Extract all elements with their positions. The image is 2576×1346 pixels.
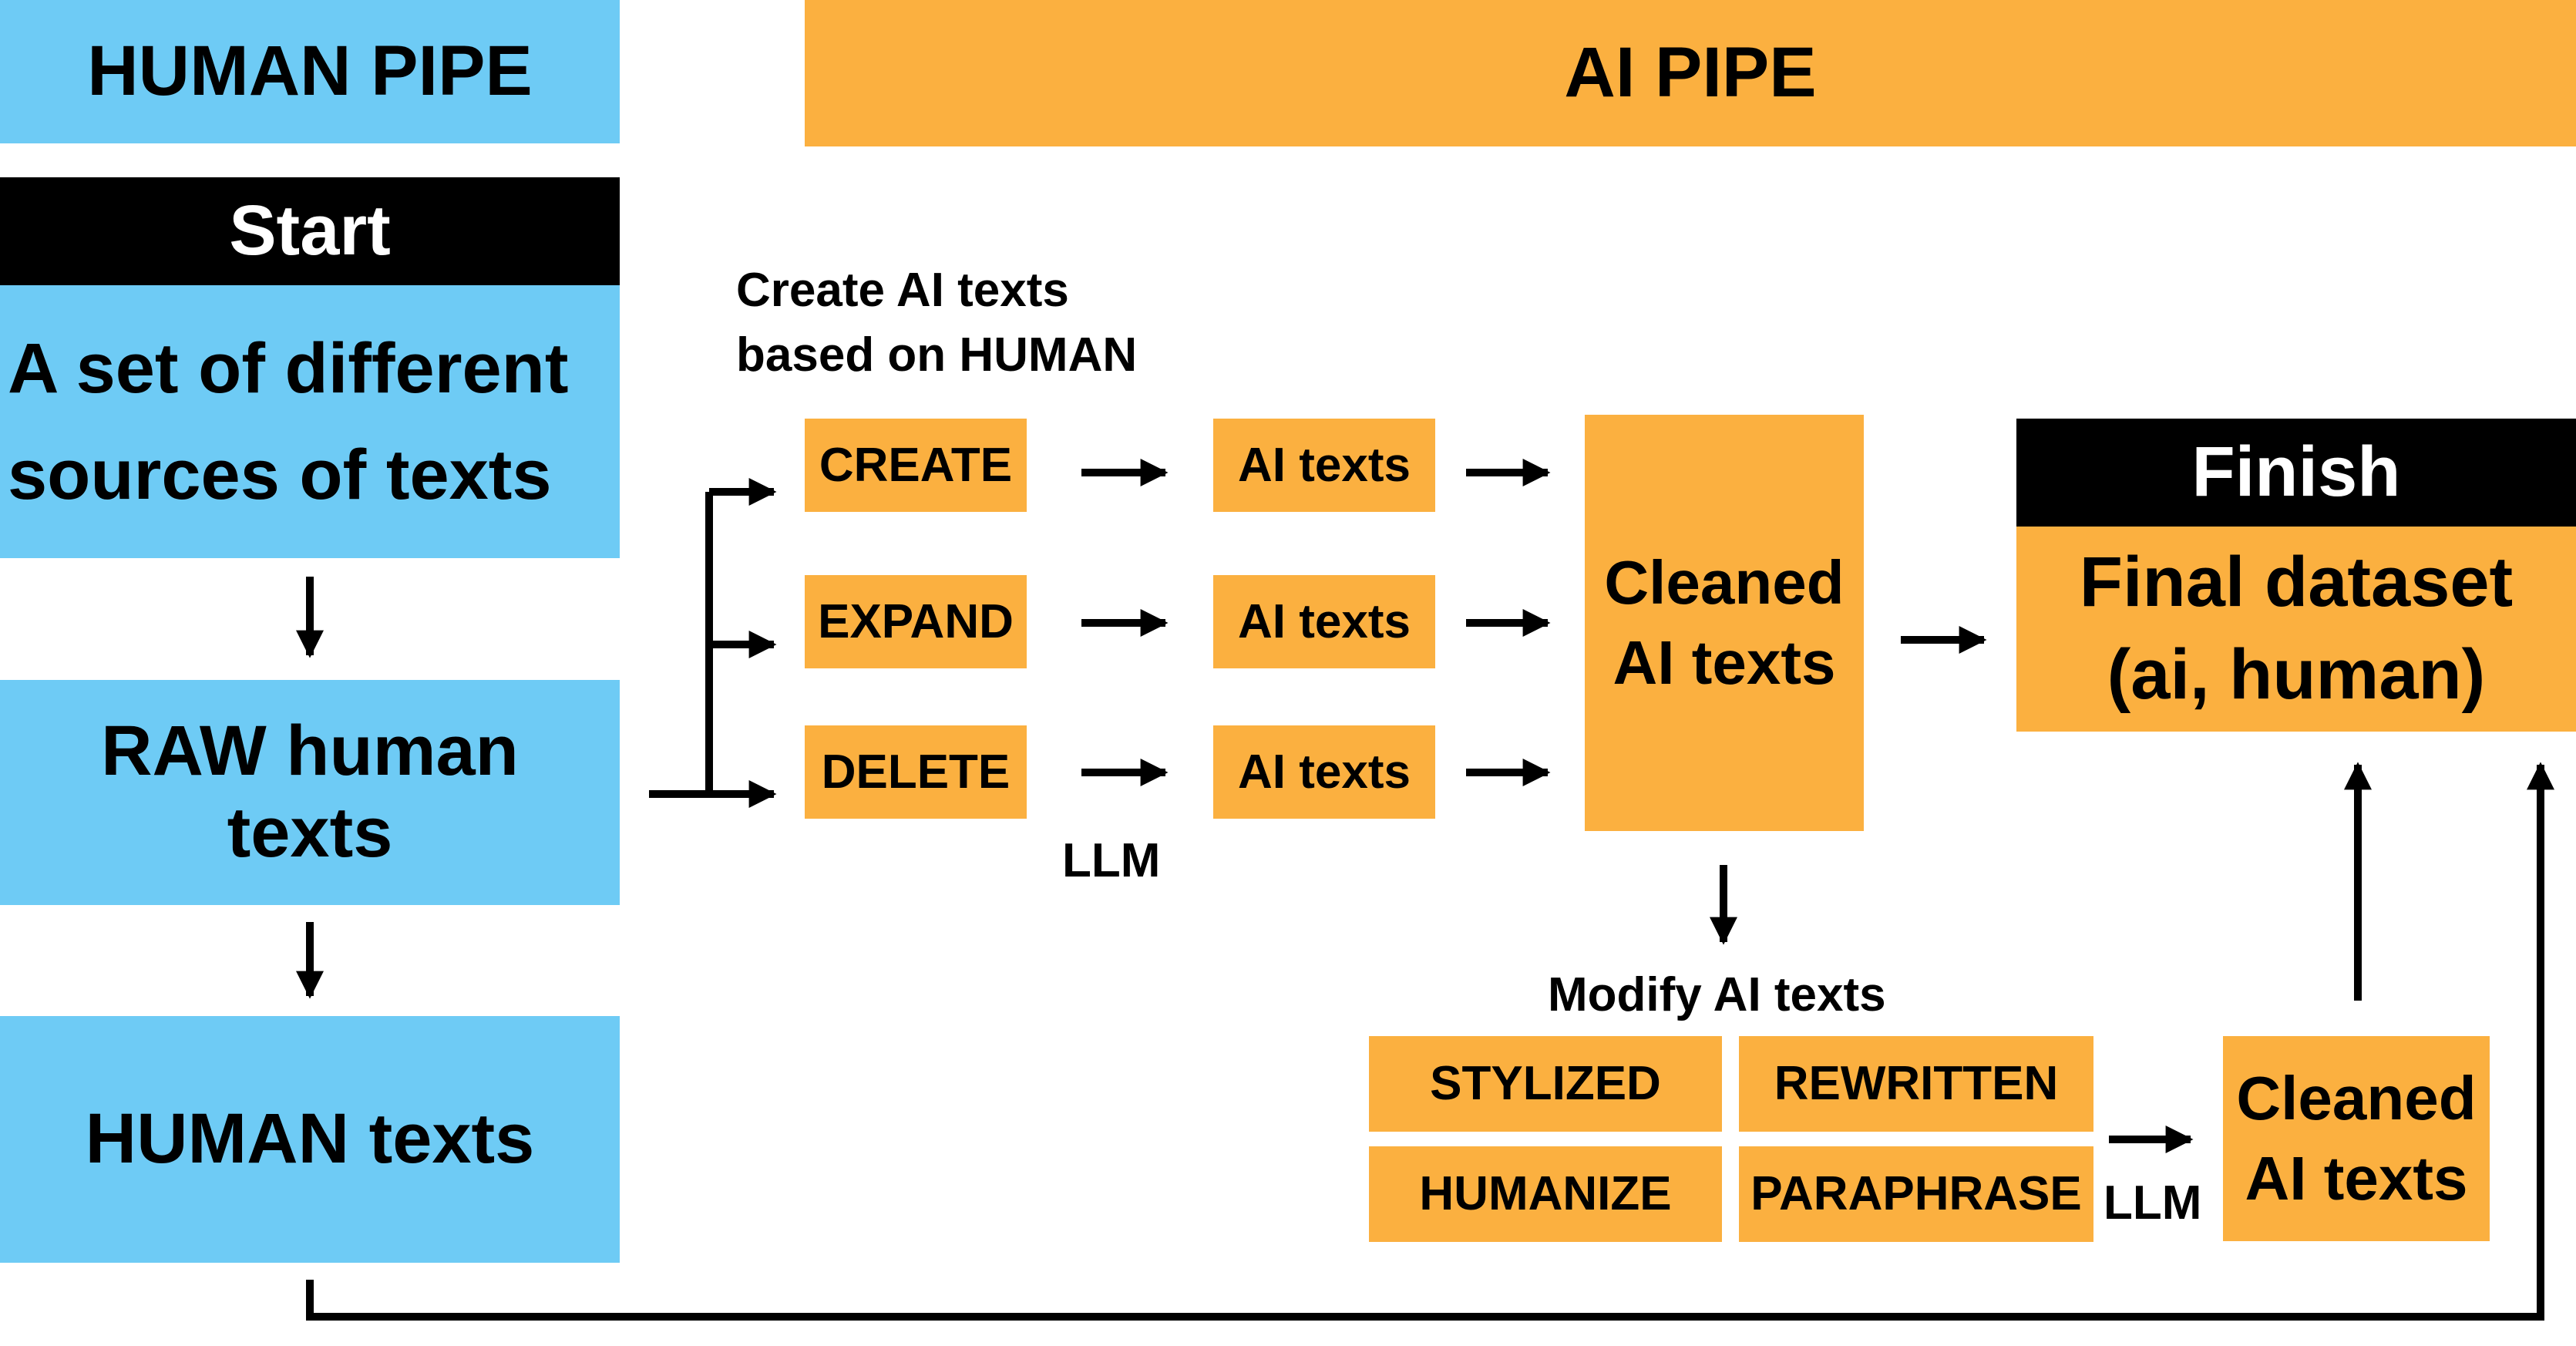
cleaned-ai-texts-label: Cleaned AI texts <box>1604 548 1845 697</box>
human-texts-label: HUMAN texts <box>85 1099 535 1179</box>
ai-texts-label: AI texts <box>1238 594 1411 648</box>
human-texts-box: HUMAN texts <box>0 1016 620 1263</box>
start-label: Start <box>229 191 391 271</box>
create-ai-texts-caption: Create AI texts based on HUMAN <box>736 264 1138 382</box>
ai-pipe-title: AI PIPE <box>1564 33 1817 113</box>
ai-texts-box: AI texts <box>1213 419 1435 512</box>
ai-texts-label: AI texts <box>1238 745 1411 799</box>
operation-delete: DELETE <box>805 725 1027 819</box>
ai-pipe-header: AI PIPE <box>805 0 2576 146</box>
human-pipe-title: HUMAN PIPE <box>87 32 533 111</box>
operation-create: CREATE <box>805 419 1027 512</box>
modification-rewritten: REWRITTEN <box>1739 1036 2093 1132</box>
operation-create-label: CREATE <box>819 438 1013 492</box>
connector-human-loop <box>306 1079 2544 1321</box>
cleaned-ai-texts-box: Cleaned AI texts <box>1585 415 1864 831</box>
sources-box: A set of different sources of texts <box>0 285 620 558</box>
ai-texts-box: AI texts <box>1213 575 1435 668</box>
modification-stylized-label: STYLIZED <box>1430 1057 1661 1111</box>
modification-paraphrase: PARAPHRASE <box>1739 1146 2093 1242</box>
finish-label: Finish <box>2191 432 2401 512</box>
operation-expand: EXPAND <box>805 575 1027 668</box>
cleaned-ai-texts-box-2: Cleaned AI texts <box>2223 1036 2490 1241</box>
modification-paraphrase-label: PARAPHRASE <box>1750 1167 2082 1221</box>
ai-texts-box: AI texts <box>1213 725 1435 819</box>
sources-text: A set of different sources of texts <box>8 329 569 514</box>
ai-texts-label: AI texts <box>1238 438 1411 492</box>
operation-delete-label: DELETE <box>821 745 1011 799</box>
start-header: Start <box>0 177 620 285</box>
finish-header: Finish <box>2016 419 2576 527</box>
cleaned-ai-texts-label-2: Cleaned AI texts <box>2236 1064 2477 1213</box>
modification-stylized: STYLIZED <box>1369 1036 1722 1132</box>
modification-humanize-label: HUMANIZE <box>1419 1167 1672 1221</box>
modify-ai-texts-caption: Modify AI texts <box>1548 968 1886 1021</box>
raw-human-texts-label: RAW human texts <box>101 712 519 872</box>
modification-rewritten-label: REWRITTEN <box>1774 1057 2059 1111</box>
modification-humanize: HUMANIZE <box>1369 1146 1722 1242</box>
human-pipe-header: HUMAN PIPE <box>0 0 620 143</box>
operation-expand-label: EXPAND <box>818 594 1014 648</box>
llm-label: LLM <box>1062 834 1161 887</box>
final-dataset-box: Final dataset (ai, human) <box>2016 527 2576 732</box>
llm-label-2: LLM <box>2104 1176 2202 1230</box>
raw-human-texts-box: RAW human texts <box>0 680 620 905</box>
final-dataset-label: Final dataset (ai, human) <box>2079 543 2514 714</box>
